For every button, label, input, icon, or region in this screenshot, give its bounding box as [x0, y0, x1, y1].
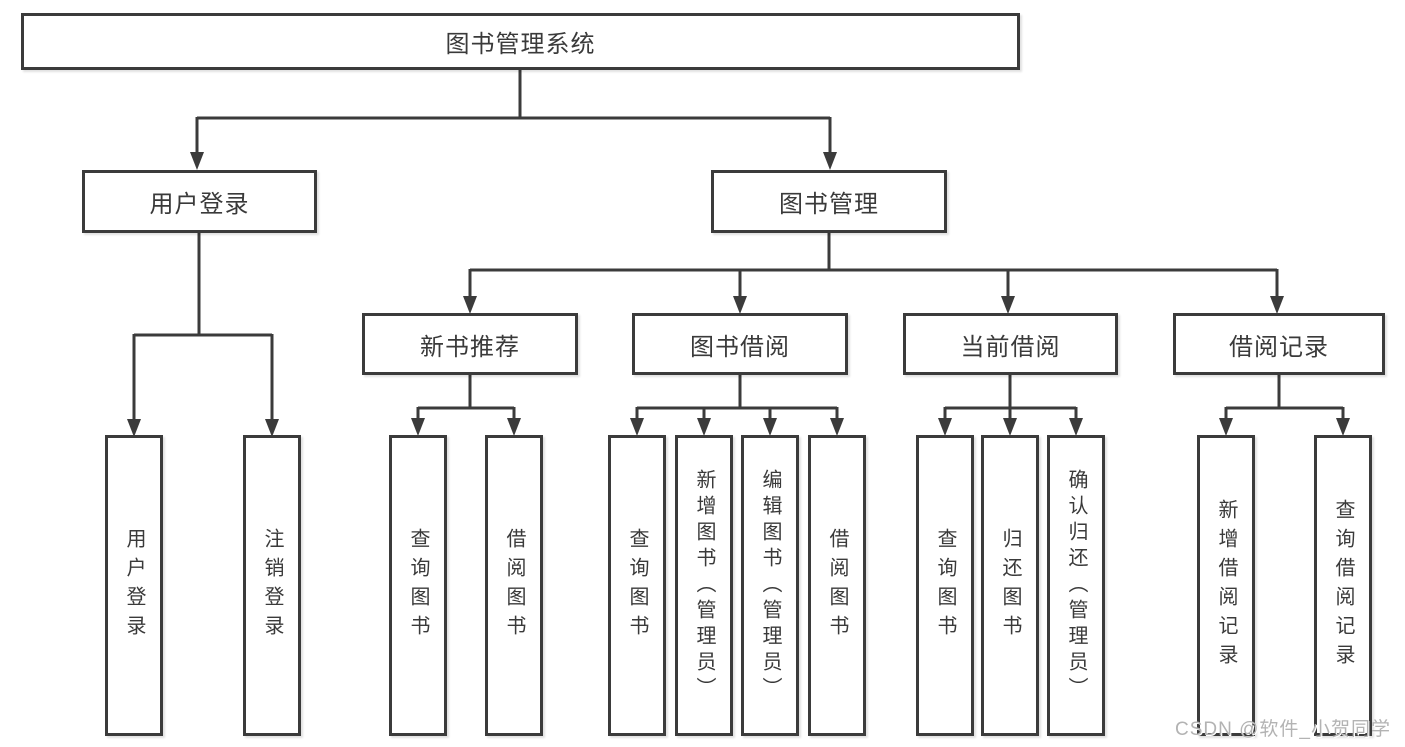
node-label: 借阅图书 [826, 527, 848, 644]
node-confirm-return-admin: 确认归还（管理员） [1047, 435, 1105, 736]
node-label: 用户登录 [149, 191, 250, 218]
node-borrowing-records: 借阅记录 [1173, 313, 1385, 375]
node-label: 归还图书 [999, 527, 1021, 644]
node-query-borrow-record: 查询借阅记录 [1314, 435, 1372, 736]
node-label: 编辑图书（管理员） [759, 468, 781, 703]
node-add-book-admin: 新增图书（管理员） [675, 435, 733, 736]
node-user-login-leaf: 用户登录 [105, 435, 163, 736]
node-label: 图书管理 [779, 191, 879, 218]
node-query-books: 查询图书 [389, 435, 447, 736]
node-label: 新增借阅记录 [1215, 498, 1237, 673]
node-edit-book-admin: 编辑图书（管理员） [741, 435, 799, 736]
node-query-books: 查询图书 [608, 435, 666, 736]
node-current-borrowing: 当前借阅 [903, 313, 1118, 375]
node-label: 查询借阅记录 [1332, 498, 1354, 673]
node-label: 查询图书 [407, 527, 429, 644]
node-query-books: 查询图书 [916, 435, 974, 736]
node-user-login: 用户登录 [82, 170, 317, 233]
node-label: 查询图书 [934, 527, 956, 644]
node-borrow-books: 借阅图书 [485, 435, 543, 736]
node-new-book-recommendation: 新书推荐 [362, 313, 578, 375]
node-label: 确认归还（管理员） [1065, 468, 1087, 703]
node-book-management-system: 图书管理系统 [21, 13, 1020, 70]
node-label: 查询图书 [626, 527, 648, 644]
node-borrow-books: 借阅图书 [808, 435, 866, 736]
watermark: CSDN @软件_小贺同学 [1175, 719, 1391, 740]
node-book-management: 图书管理 [711, 170, 947, 233]
node-add-borrow-record: 新增借阅记录 [1197, 435, 1255, 736]
node-label: 注销登录 [261, 527, 283, 644]
node-label: 当前借阅 [960, 333, 1061, 361]
node-return-book: 归还图书 [981, 435, 1039, 736]
node-label: 新增图书（管理员） [693, 468, 715, 703]
node-label: 图书借阅 [690, 333, 790, 361]
node-label: 借阅图书 [503, 527, 525, 644]
node-logout: 注销登录 [243, 435, 301, 736]
node-label: 图书管理系统 [445, 31, 596, 58]
node-label: 借阅记录 [1229, 333, 1329, 361]
node-label: 新书推荐 [420, 333, 520, 361]
node-book-borrowing: 图书借阅 [632, 313, 848, 375]
node-label: 用户登录 [123, 527, 145, 644]
